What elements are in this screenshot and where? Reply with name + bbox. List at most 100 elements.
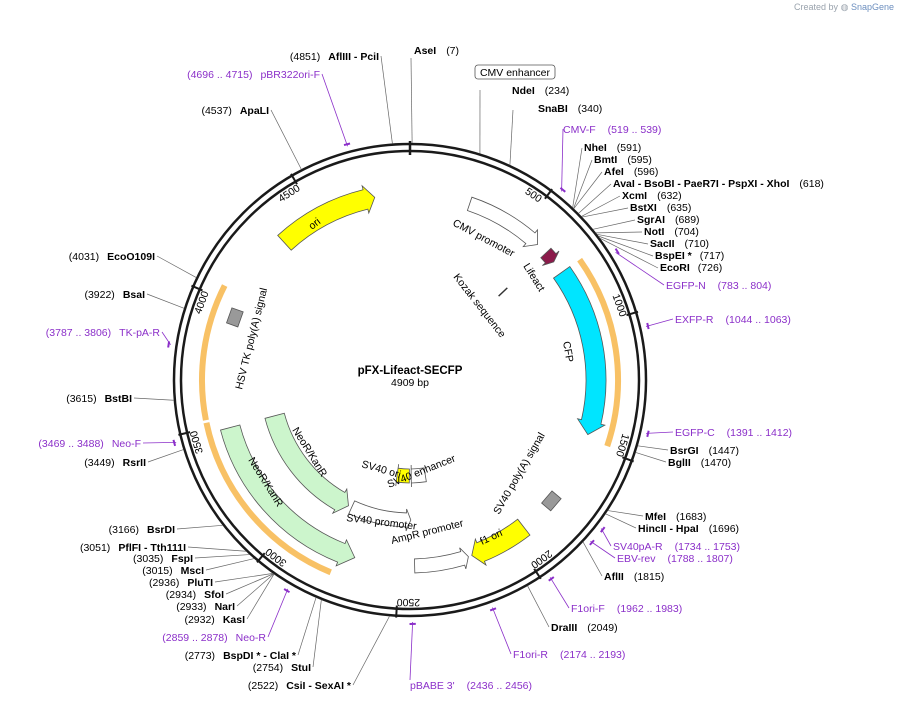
svg-text:(2933)NarI: (2933)NarI [176,601,235,613]
site-narI-pos: (2933) [176,601,206,613]
primer-exfpR-name: EXFP-R [675,314,714,326]
site-notI-pos: (704) [674,226,699,238]
ruler-tick-label-2000: 2000 [528,547,554,571]
primer-leader-7 [492,607,512,655]
site-leader-31 [147,449,184,463]
primer-labels: CMV-F(519 .. 539) EGFP-N(783 .. 804) EXF… [38,69,792,692]
svg-text:BstXI(635): BstXI (635) [630,202,691,214]
site-bsrDI-pos: (3166) [109,524,139,536]
plasmid-size: 4909 bp [391,377,429,389]
site-stuI-pos: (2754) [253,662,283,674]
f1-ori-arrow [471,518,531,567]
ruler-tick-label-3500: 3500 [188,429,206,455]
ruler-tick-2500 [395,605,398,618]
primer-leader-0 [561,128,564,192]
neor-inner-arrow [264,412,349,515]
svg-text:(3166)BsrDI: (3166)BsrDI [109,524,175,536]
restriction-site-labels: AseI(7) NdeI(234) SnaBI(340) NheI(591) B… [66,45,824,692]
primer-egfpN-name: EGFP-N [666,280,706,292]
primer-tkpaR-range: (3787 .. 3806) [46,327,111,339]
site-leader-7 [581,195,621,217]
ori-arrow [277,184,376,251]
primer-egfpC-range: (1391 .. 1412) [727,427,792,439]
svg-text:SnaBI(340): SnaBI (340) [538,103,602,115]
site-pflFI-name: PflFI - Tth111I [118,542,186,554]
site-aflII-pos: (1815) [634,571,664,583]
site-bstBI-name: BstBI [105,393,133,405]
primer-mark-4 [600,526,606,533]
site-xcmI-name: XcmI [622,190,647,202]
sv40-ori-label: SV40 ori [360,458,402,481]
ruler-tick-4000 [191,284,203,292]
primer-f1oriR-name: F1ori-R [513,649,548,661]
site-mscI-pos: (3015) [142,565,172,577]
site-leader-lines [133,55,669,686]
svg-text:(2934)SfoI: (2934)SfoI [166,589,224,601]
ruler-tick-label-2500: 2500 [397,596,421,608]
primer-egfpN-range: (783 .. 804) [718,280,772,292]
site-ecoRI-pos: (726) [698,262,723,274]
primer-tkpaR-name: TK-pA-R [119,327,160,339]
primer-mark-3 [646,430,650,438]
site-bstBI-pos: (3615) [66,393,96,405]
site-bglII-name: BglII [668,457,691,469]
site-leader-10 [595,231,643,234]
site-leader-29 [187,546,247,552]
site-apaLI-name: ApaLI [240,105,269,117]
svg-text:EXFP-R(1044 .. 1063): EXFP-R(1044 .. 1063) [675,314,791,326]
site-aflIII-pos: (4851) [290,51,320,63]
snapgene-credit: Created by ◍ SnapGene [794,2,894,13]
primer-cmvF-range: (519 .. 539) [608,124,662,136]
site-sacII-pos: (710) [685,238,710,250]
sv40-ori-box [395,464,410,487]
site-afeI-pos: (596) [634,166,659,178]
site-rsrII-pos: (3449) [84,457,114,469]
cfp-arrow [552,265,607,436]
svg-text:AfeI(596): AfeI (596) [604,166,658,178]
site-leader-11 [596,233,649,245]
primer-pbr322-name: pBR322ori-F [260,69,320,81]
site-afeI-name: AfeI [604,166,624,178]
site-leader-27 [205,558,255,571]
ruler-tick-3000 [256,552,266,563]
ruler-tick-label-500: 500 [523,186,544,206]
primer-mark-10 [172,439,177,447]
primer-neoR-name: Neo-R [236,632,267,644]
site-bspEI-pos: (717) [700,250,725,262]
svg-text:(2859 .. 2878)Neo-R: (2859 .. 2878)Neo-R [162,632,266,644]
svg-text:(3615)BstBI: (3615) BstBI [66,393,132,405]
svg-text:AvaI - BsoBI - PaeR7I - PspXI: AvaI - BsoBI - PaeR7I - PspXI - XhoI(618… [613,178,824,190]
site-nheI-name: NheI [584,142,607,154]
primer-mark-9 [283,588,291,594]
site-csiI-pos: (2522) [248,680,278,692]
site-kasI-pos: (2932) [184,614,214,626]
svg-text:NheI(591): NheI(591) [584,142,641,154]
site-leader-33 [146,293,185,309]
site-snabI-pos: (340) [578,103,603,115]
site-leader-21 [312,599,322,668]
site-ndeI-pos: (234) [545,85,570,97]
site-bsrGI-name: BsrGI [670,445,699,457]
sv40-polya-box [541,490,562,512]
orf-highlight-2 [199,284,228,421]
site-leader-2 [509,109,514,166]
ruler-tick-label-1500: 1500 [613,432,631,458]
site-draIII-pos: (2049) [587,622,617,634]
site-pluTI-name: PluTI [187,577,213,589]
site-bstXI-pos: (635) [667,202,692,214]
site-leader-12 [598,235,654,257]
primer-neoF-range: (3469 .. 3488) [38,438,103,450]
site-ecoO109I-name: EcoO109I [107,251,155,263]
site-rsrII-name: RsrII [123,457,146,469]
primer-ebvrev-range: (1788 .. 1807) [668,553,733,565]
svg-text:(2754)StuI: (2754)StuI [253,662,311,674]
site-snabI-name: SnaBI [538,103,568,115]
site-bsaI-pos: (3922) [84,289,114,301]
site-bstXI-name: BstXI [630,202,657,214]
site-leader-3 [572,147,583,208]
site-leader-0 [410,57,413,144]
svg-text:BmtI(595): BmtI(595) [594,154,652,166]
site-leader-8 [582,207,629,218]
site-leader-26 [214,573,274,583]
svg-text:MfeI(1683): MfeI(1683) [645,511,706,523]
